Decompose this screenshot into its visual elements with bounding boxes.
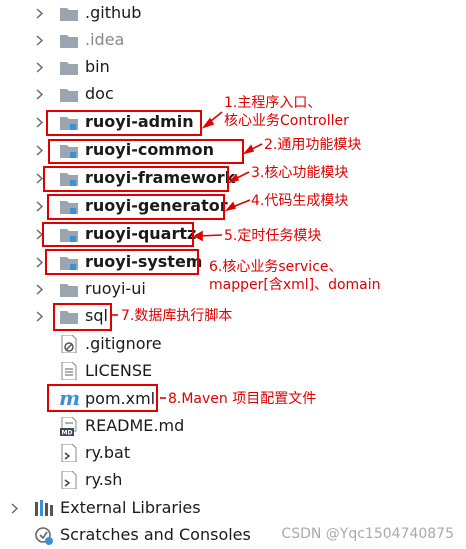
tree-item-ruoyi-admin[interactable]: ruoyi-admin (0, 109, 466, 136)
tree-item-ruoyi-system[interactable]: ruoyi-system (0, 249, 466, 276)
tree-item-label: Scratches and Consoles (60, 525, 251, 544)
annotation-6-line2: mapper[含xml]、domain (209, 277, 381, 293)
tree-item-bin[interactable]: bin (0, 54, 466, 81)
chevron-right-icon[interactable] (9, 503, 20, 514)
tree-item-ry-sh[interactable]: ry.sh (0, 467, 466, 494)
tree-item-label: LICENSE (85, 361, 153, 380)
tree-item-label: ry.bat (85, 443, 131, 462)
tree-item-label: ry.sh (85, 470, 123, 489)
maven-icon: m (59, 386, 81, 410)
tree-item-external-libraries[interactable]: External Libraries (0, 495, 466, 522)
script-file-icon (61, 444, 77, 462)
chevron-right-icon[interactable] (34, 145, 45, 156)
annotation-4: 4.代码生成模块 (251, 193, 349, 209)
annotation-2: 2.通用功能模块 (264, 137, 362, 153)
chevron-right-icon[interactable] (34, 284, 45, 295)
tree-item-label: ruoyi-generator (85, 196, 228, 215)
chevron-right-icon[interactable] (34, 62, 45, 73)
tree-item-label: .gitignore (85, 334, 162, 353)
folder-icon (60, 89, 78, 102)
tree-item-pom-xml[interactable]: m pom.xml (0, 386, 466, 413)
tree-item-doc[interactable]: doc (0, 81, 466, 108)
chevron-right-icon[interactable] (34, 117, 45, 128)
tree-item-label: ruoyi-system (85, 252, 203, 271)
tree-item-label: ruoyi-ui (85, 279, 146, 298)
tree-item-label: bin (85, 57, 110, 76)
tree-item-github[interactable]: .github (0, 0, 466, 27)
script-file-icon (61, 471, 77, 489)
tree-item-label: sql (85, 306, 108, 325)
module-folder-icon (60, 145, 78, 158)
highlight-box-admin (46, 110, 202, 136)
gitignore-file-icon (61, 335, 77, 353)
markdown-file-icon: MD (60, 417, 77, 437)
chevron-right-icon[interactable] (34, 173, 45, 184)
annotation-5: 5.定时任务模块 (224, 228, 322, 244)
libraries-icon (35, 500, 53, 516)
tree-item-ruoyi-quartz[interactable]: ruoyi-quartz (0, 221, 466, 248)
tree-item-label: README.md (85, 416, 185, 435)
folder-icon (60, 284, 78, 297)
tree-item-idea[interactable]: .idea (0, 27, 466, 54)
annotation-1-line1: 1.主程序入口、 (224, 95, 322, 111)
tree-item-ruoyi-generator[interactable]: ruoyi-generator (0, 193, 466, 220)
highlight-box-system (45, 249, 199, 275)
module-folder-icon (60, 257, 78, 270)
tree-item-readme[interactable]: MD README.md (0, 413, 466, 440)
highlight-box-sql (53, 303, 112, 331)
module-folder-icon (60, 117, 78, 130)
module-folder-icon (60, 173, 78, 186)
annotation-7: 7.数据库执行脚本 (121, 308, 233, 324)
tree-item-ruoyi-framework[interactable]: ruoyi-framework (0, 165, 466, 192)
tree-item-label: ruoyi-admin (85, 112, 194, 131)
module-folder-icon (60, 201, 78, 214)
annotation-6-line1: 6.核心业务service、 (209, 259, 343, 275)
highlight-box-framework (43, 166, 229, 192)
tree-item-label: ruoyi-quartz (85, 224, 197, 243)
tree-item-gitignore[interactable]: .gitignore (0, 331, 466, 358)
annotation-8: 8.Maven 项目配置文件 (168, 391, 317, 407)
chevron-right-icon[interactable] (34, 89, 45, 100)
tree-item-label: pom.xml (85, 389, 156, 408)
highlight-box-generator (47, 194, 225, 220)
annotation-1-line2: 核心业务Controller (224, 113, 349, 129)
tree-item-label: .idea (85, 30, 125, 49)
tree-item-ry-bat[interactable]: ry.bat (0, 440, 466, 467)
highlight-box-quartz (42, 222, 194, 247)
tree-item-license[interactable]: LICENSE (0, 358, 466, 385)
chevron-right-icon[interactable] (34, 257, 45, 268)
tree-item-ruoyi-ui[interactable]: ruoyi-ui (0, 276, 466, 303)
tree-item-scratches[interactable]: Scratches and Consoles (0, 522, 466, 549)
tree-item-ruoyi-common[interactable]: ruoyi-common (0, 137, 466, 164)
folder-icon (60, 35, 78, 48)
text-file-icon (61, 362, 77, 380)
svg-text:MD: MD (62, 430, 73, 437)
chevron-right-icon[interactable] (34, 8, 45, 19)
tree-item-label: External Libraries (60, 498, 201, 517)
tree-item-label: ruoyi-common (85, 140, 215, 159)
tree-item-sql[interactable]: sql (0, 303, 466, 330)
scratches-icon (35, 527, 53, 545)
tree-item-label: ruoyi-framework (85, 168, 236, 187)
chevron-right-icon[interactable] (34, 201, 45, 212)
folder-icon (60, 8, 78, 21)
chevron-right-icon[interactable] (34, 35, 45, 46)
highlight-box-common (48, 139, 244, 164)
module-folder-icon (60, 229, 78, 242)
tree-item-label: .github (85, 3, 142, 22)
chevron-right-icon[interactable] (34, 311, 45, 322)
highlight-box-pom (47, 384, 158, 412)
folder-icon (60, 62, 78, 75)
annotation-3: 3.核心功能模块 (251, 165, 349, 181)
tree-item-label: doc (85, 84, 114, 103)
watermark: CSDN @Yqc1504740875 (281, 526, 454, 542)
folder-icon (60, 311, 78, 324)
